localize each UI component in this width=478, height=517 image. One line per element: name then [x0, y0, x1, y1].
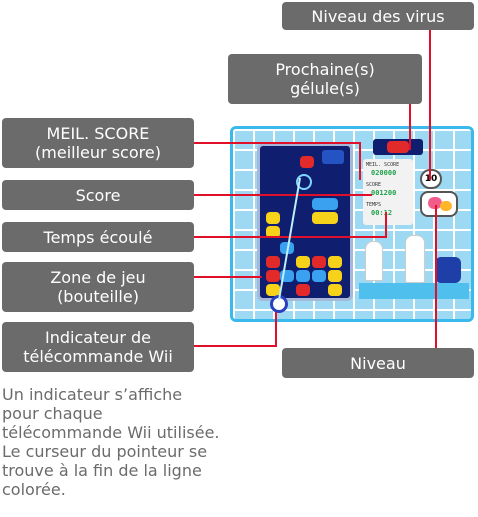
capsule-red: [300, 156, 314, 168]
virus-blue: [296, 270, 310, 282]
play-area-callout: Zone de jeu (bouteille): [2, 262, 194, 312]
level-heart-icon: [428, 197, 442, 209]
virus-red: [312, 256, 326, 268]
level-heart-icon: [440, 201, 452, 211]
capsule-blue: [280, 242, 294, 254]
next-capsules-callout: Prochaine(s) gélule(s): [228, 54, 422, 104]
capsule-blue: [312, 198, 338, 210]
virus-blue: [312, 270, 326, 282]
virus-yellow: [266, 284, 280, 296]
capsule-red: [266, 256, 280, 268]
level-indicator: [420, 191, 458, 217]
time-label: TEMPS: [366, 202, 382, 208]
capsule-blue: [280, 270, 294, 282]
virus-red: [266, 270, 280, 282]
score-value: 001200: [371, 189, 397, 197]
capsule-yellow: [266, 212, 280, 224]
virus-yellow: [328, 256, 342, 268]
character-doctor: [365, 241, 383, 281]
character-scientist: [435, 257, 461, 283]
virus-count: 10: [420, 169, 442, 189]
elapsed-time-callout: Temps écoulé: [2, 222, 194, 252]
bottle-neck: [322, 150, 344, 164]
game-screen: MEIL. SCORE 020000 SCORE 001200 TEMPS 00…: [230, 126, 474, 322]
score-label: SCORE: [366, 182, 382, 188]
characters-illustration: [359, 229, 469, 301]
best-score-callout: MEIL. SCORE (meilleur score): [2, 118, 194, 168]
best-score-label: MEIL. SCORE: [366, 162, 400, 168]
remote-indicator-note: Un indicateur s’affiche pour chaque télé…: [2, 385, 220, 499]
virus-yellow: [328, 284, 342, 296]
time-value: 00:12: [371, 209, 393, 217]
play-area-bottle: [257, 143, 353, 301]
capsule-yellow: [312, 212, 338, 224]
next-capsules-preview: [373, 139, 423, 155]
score-callout: Score: [2, 180, 194, 210]
stage-floor: [359, 283, 469, 299]
pointer-target-icon: [296, 174, 312, 190]
level-callout: Niveau: [282, 348, 474, 378]
virus-yellow: [296, 256, 310, 268]
virus-red: [296, 284, 310, 296]
wii-remote-indicator: [270, 295, 288, 313]
score-panel: MEIL. SCORE 020000 SCORE 001200 TEMPS 00…: [363, 159, 413, 225]
character-doctor: [405, 235, 425, 283]
capsule-yellow: [266, 226, 280, 238]
next-capsule-red: [387, 141, 409, 153]
remote-indicator-callout: Indicateur de télécommande Wii: [2, 322, 194, 372]
virus-level-callout: Niveau des virus: [282, 2, 474, 30]
virus-yellow: [328, 270, 342, 282]
best-score-value: 020000: [371, 169, 397, 177]
